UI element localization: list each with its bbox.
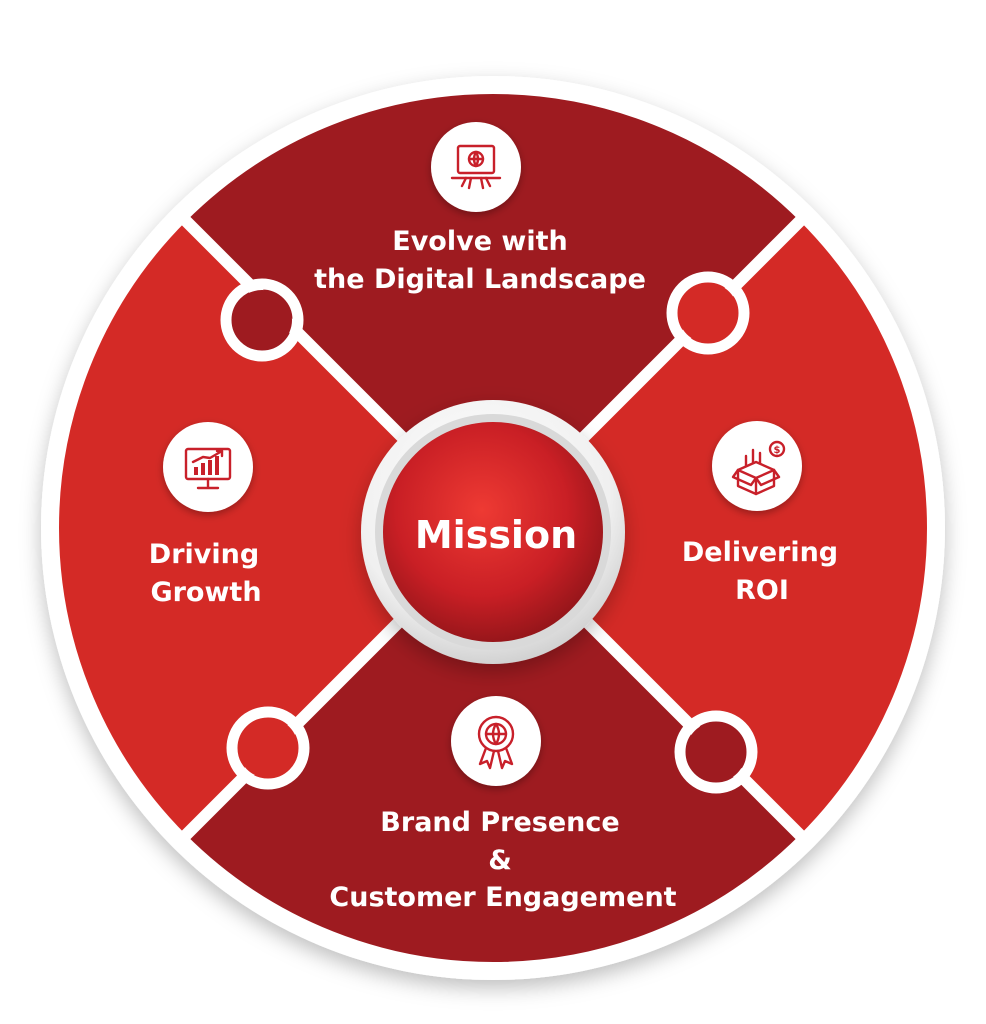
icon-badge-right xyxy=(712,421,802,511)
segment-right-line2: ROI xyxy=(735,575,789,606)
segment-left-line2: Growth xyxy=(150,577,261,608)
segment-bottom-line3: Customer Engagement xyxy=(329,882,676,913)
segment-bottom-line1: Brand Presence xyxy=(380,807,619,838)
svg-text:$: $ xyxy=(774,445,781,456)
segment-top-line2: the Digital Landscape xyxy=(314,264,646,295)
roi-box-icon: $ xyxy=(731,440,786,496)
segment-left-line1: Driving xyxy=(149,539,259,570)
icon-badge-bottom xyxy=(451,696,541,786)
center-label: Mission xyxy=(415,513,577,557)
center-hub xyxy=(383,422,603,642)
segment-bottom-content: Brand Presence & Customer Engagement xyxy=(329,696,677,913)
outer-border xyxy=(47,82,939,974)
segment-right-content: $ Delivering ROI xyxy=(682,421,838,606)
monitor-chart-icon xyxy=(184,447,232,490)
globe-award-icon xyxy=(477,715,515,770)
segment-bottom-line2: & xyxy=(488,845,512,876)
laptop-globe-icon xyxy=(450,144,502,190)
segment-right-line1: Delivering xyxy=(682,537,838,568)
segment-top-content: Evolve with the Digital Landscape xyxy=(314,122,646,295)
segment-left-content: Driving Growth xyxy=(149,422,262,608)
segment-top-line1: Evolve with xyxy=(392,226,568,257)
